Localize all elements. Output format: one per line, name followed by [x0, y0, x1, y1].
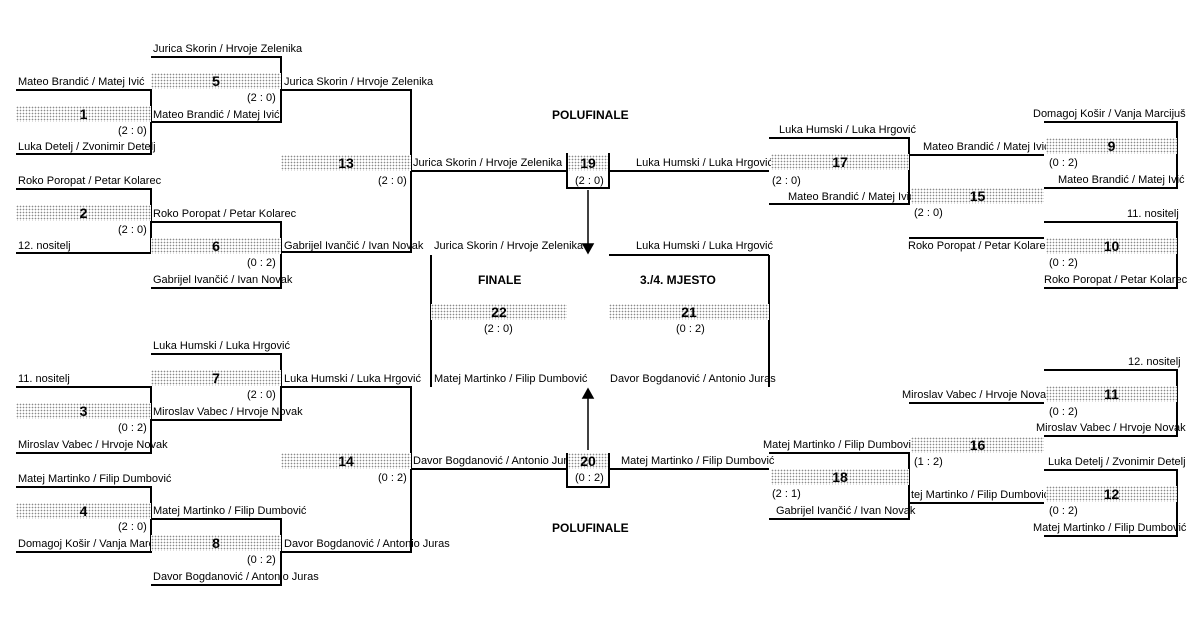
- match-score: (1 : 2): [914, 456, 943, 468]
- team-label: 11. nositelj: [1127, 208, 1179, 220]
- team-label: Luka Humski / Luka Hrgović: [636, 157, 773, 169]
- match-score: (0 : 2): [247, 554, 276, 566]
- team-label: Mateo Brandić / Matej Ivić: [153, 109, 280, 121]
- team-label: Luka Humski / Luka Hrgović: [153, 340, 290, 352]
- match-score: (0 : 2): [118, 422, 147, 434]
- team-label: Davor Bogdanović / Antonio Juras: [610, 373, 776, 385]
- team-label: Gabrijel Ivančić / Ivan Novak: [776, 505, 916, 517]
- team-label: Roko Poropat / Petar Kolarec: [18, 175, 162, 187]
- match-number: 8: [151, 535, 281, 551]
- team-label: Luka Humski / Luka Hrgović: [636, 240, 773, 252]
- match-score: (2 : 0): [575, 175, 604, 187]
- team-label: Luka Detelj / Zvonimir Detelj: [1048, 456, 1186, 468]
- team-label: Matej Martinko / Filip Dumbović: [153, 505, 307, 517]
- match-score: (0 : 2): [676, 323, 705, 335]
- match-number: 11: [1046, 386, 1177, 402]
- match-number: 22: [431, 304, 567, 320]
- match-score: (2 : 0): [118, 521, 147, 533]
- team-label: 12. nositelj: [18, 240, 71, 252]
- team-label: Miroslav Vabec / Hrvoje Novak: [153, 406, 303, 418]
- team-label: Davor Bogdanović / Antonio Juras: [153, 571, 319, 583]
- team-label: Miroslav Vabec / Hrvoje Novak: [18, 439, 168, 451]
- team-label: Domagoj Košir / Vanja Marcijuš: [1033, 108, 1186, 120]
- match-score: (2 : 0): [118, 125, 147, 137]
- match-score: (0 : 2): [1049, 157, 1078, 169]
- team-label: 12. nositelj: [1128, 356, 1181, 368]
- match-score: (2 : 0): [378, 175, 407, 187]
- team-label: Luka Humski / Luka Hrgović: [779, 124, 916, 136]
- match-score: (2 : 1): [772, 488, 801, 500]
- match-number: 17: [771, 154, 909, 170]
- match-score: (0 : 2): [1049, 257, 1078, 269]
- match-number: 3: [16, 403, 151, 419]
- semifinal-heading-top: POLUFINALE: [552, 108, 629, 122]
- match-score: (2 : 0): [247, 92, 276, 104]
- team-label: Domagoj Košir / Vanja Marcij: [18, 538, 160, 550]
- team-label: Roko Poropat / Petar Kolarec: [153, 208, 297, 220]
- team-label: Roko Poropat / Petar Kolarec: [908, 240, 1052, 252]
- match-number: 15: [911, 188, 1044, 204]
- match-number: 1: [16, 106, 151, 122]
- team-label: Mateo Brandić / Matej Ivić: [788, 191, 915, 203]
- team-label: 11. nositelj: [18, 373, 70, 385]
- match-number: 18: [771, 469, 909, 485]
- team-label: Jurica Skorin / Hrvoje Zelenika: [153, 43, 303, 55]
- match-number: 14: [281, 453, 411, 469]
- team-label: Matej Martinko / Filip Dumbović: [18, 473, 172, 485]
- team-label: Miroslav Vabec / Hrvoje Novak: [1036, 422, 1186, 434]
- match-score: (0 : 2): [1049, 406, 1078, 418]
- match-number: 4: [16, 503, 151, 519]
- team-label: Luka Humski / Luka Hrgović: [284, 373, 421, 385]
- match-number: 5: [151, 73, 281, 89]
- team-label: Mateo Brandić / Matej Ivić: [18, 76, 145, 88]
- match-score: (2 : 0): [772, 175, 801, 187]
- match-number: 16: [911, 437, 1044, 453]
- team-label: Mateo Brandić / Matej Ivić: [1058, 174, 1185, 186]
- team-label: Matej Martinko / Filip Dumbović: [434, 373, 588, 385]
- team-label: Miroslav Vabec / Hrvoje Novak: [902, 389, 1052, 401]
- match-number: 13: [281, 155, 411, 171]
- match-number: 12: [1046, 486, 1177, 502]
- team-label: tej Martinko / Filip Dumbović: [911, 489, 1050, 501]
- match-score: (2 : 0): [484, 323, 513, 335]
- match-score: (2 : 0): [118, 224, 147, 236]
- team-label: Mateo Brandić / Matej Ivić: [923, 141, 1050, 153]
- final-heading: FINALE: [478, 273, 522, 287]
- match-number: 9: [1046, 138, 1177, 154]
- match-score: (0 : 2): [1049, 505, 1078, 517]
- team-label: Jurica Skorin / Hrvoje Zelenika: [434, 240, 584, 252]
- match-score: (0 : 2): [378, 472, 407, 484]
- team-label: Roko Poropat / Petar Kolarec: [1044, 274, 1188, 286]
- match-number: 7: [151, 370, 281, 386]
- match-number: 19: [568, 155, 608, 171]
- team-label: Davor Bogdanović / Antonio Jura: [413, 455, 574, 467]
- team-label: Gabrijel Ivančić / Ivan Novak: [153, 274, 293, 286]
- match-number: 20: [568, 453, 608, 469]
- team-label: Matej Martinko / Filip Dumbović: [621, 455, 775, 467]
- match-number: 6: [151, 238, 281, 254]
- team-label: Davor Bogdanović / Antonio Juras: [284, 538, 450, 550]
- team-label: Jurica Skorin / Hrvoje Zelenika: [284, 76, 434, 88]
- team-label: Luka Detelj / Zvonimir Detelj: [18, 141, 156, 153]
- team-label: Jurica Skorin / Hrvoje Zelenika: [413, 157, 563, 169]
- team-label: Matej Martinko / Filip Dumbović: [1033, 522, 1187, 534]
- team-label: Matej Martinko / Filip Dumbović: [763, 439, 917, 451]
- semifinal-heading-bottom: POLUFINALE: [552, 521, 629, 535]
- team-label: Gabrijel Ivančić / Ivan Novak: [284, 240, 424, 252]
- match-number: 2: [16, 205, 151, 221]
- match-number: 21: [609, 304, 769, 320]
- third-place-heading: 3./4. MJESTO: [640, 273, 716, 287]
- match-score: (0 : 2): [247, 257, 276, 269]
- match-score: (0 : 2): [575, 472, 604, 484]
- match-number: 10: [1046, 238, 1177, 254]
- match-score: (2 : 0): [247, 389, 276, 401]
- match-score: (2 : 0): [914, 207, 943, 219]
